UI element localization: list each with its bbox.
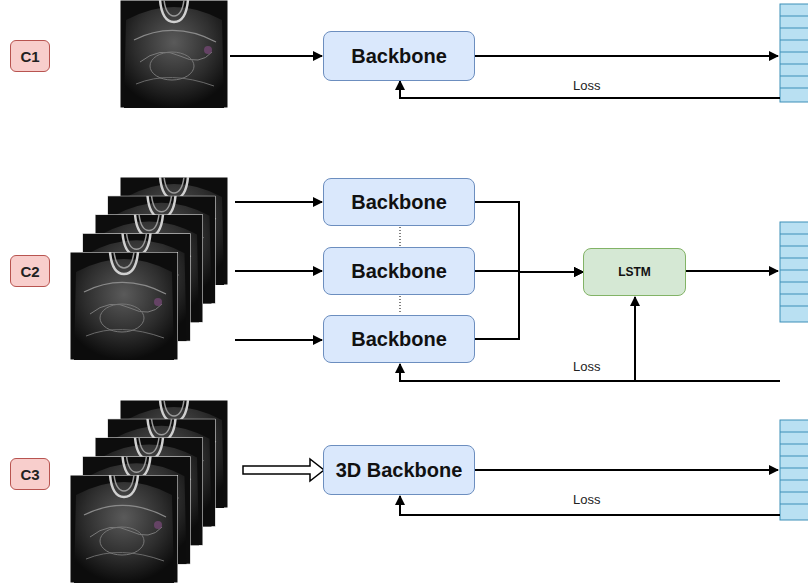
node-label: Backbone — [351, 328, 447, 351]
connector — [475, 272, 583, 339]
node-label: Backbone — [351, 260, 447, 283]
ultrasound-frame — [120, 0, 228, 108]
ultrasound-frame — [70, 475, 178, 583]
loss-label: Loss — [573, 78, 600, 93]
backbone-box: Backbone — [323, 247, 475, 295]
node-label: Backbone — [351, 191, 447, 214]
config-tag: C3 — [10, 458, 50, 490]
output-vector — [780, 4, 808, 520]
node-label: LSTM — [618, 265, 651, 279]
backbone-box: Backbone — [323, 315, 475, 363]
node-label: C3 — [20, 466, 39, 483]
node-label: Backbone — [351, 45, 447, 68]
backbone-box: Backbone — [323, 31, 475, 81]
node-label: 3D Backbone — [336, 459, 463, 482]
config-tag: C1 — [10, 40, 50, 72]
node-label: C2 — [20, 263, 39, 280]
config-tag: C2 — [10, 255, 50, 287]
lstm-box: LSTM — [583, 248, 686, 296]
ultrasound-frame — [70, 252, 178, 360]
loss-label: Loss — [573, 359, 600, 374]
node-label: C1 — [20, 48, 39, 65]
backbone-box: Backbone — [323, 178, 475, 226]
backbone-box: 3D Backbone — [323, 445, 475, 495]
hollow-arrow — [243, 459, 324, 481]
connector — [475, 202, 583, 272]
loss-label: Loss — [573, 492, 600, 507]
flow-arrows — [230, 56, 778, 470]
